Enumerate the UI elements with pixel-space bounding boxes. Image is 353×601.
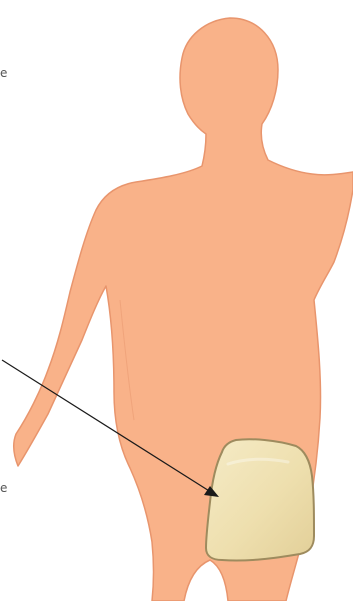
label-fragment-top: e xyxy=(0,66,7,80)
patch xyxy=(206,439,314,560)
label-fragment-bottom: e xyxy=(0,481,7,495)
